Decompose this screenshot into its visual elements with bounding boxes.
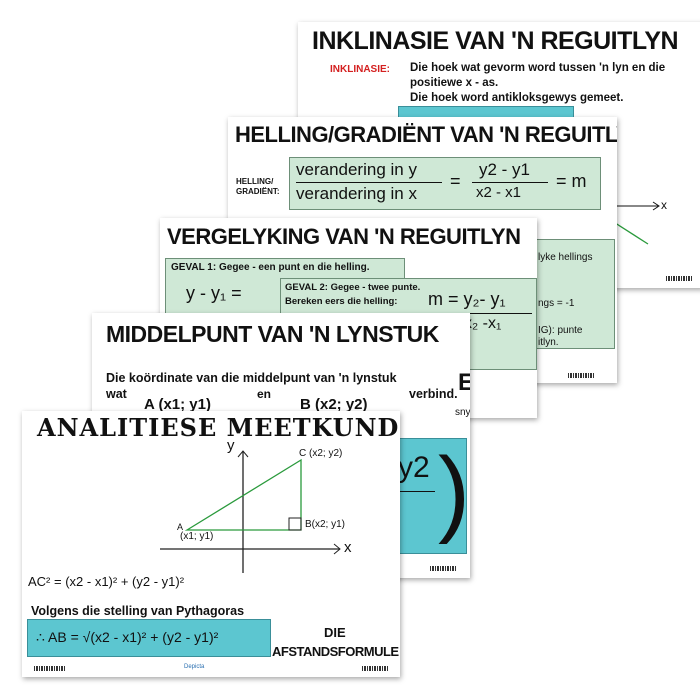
helling-label: GRADIËNT: — [236, 187, 280, 196]
side-text: ngs = -1 — [538, 298, 575, 309]
numerator: y2 - y1 — [479, 160, 531, 179]
gradient-formula-box: verandering in y verandering in x = y2 -… — [289, 157, 601, 210]
definition-line: Die hoek word antikloksgewys gemeet. — [410, 92, 624, 104]
barcode — [430, 566, 456, 571]
partial-heading: E — [458, 369, 470, 396]
numerator: verandering in y — [296, 160, 417, 179]
x-axis-label: x — [661, 198, 667, 212]
bereken-text: Bereken eers die helling: — [285, 296, 398, 307]
definition-line: Die hoek wat gevorm word tussen 'n lyn e… — [410, 62, 666, 74]
x-axis-label: x — [344, 539, 352, 556]
midpoint-formula-box: y2 ) — [389, 438, 470, 554]
poster-title: ANALITIESE MEETKUNDE — [37, 413, 400, 442]
point-a-label: A — [177, 522, 184, 532]
definition-line: positiewe x - as. — [410, 77, 499, 89]
inklinasie-label: INKLINASIE: — [330, 64, 390, 75]
poster-title: VERGELYKING VAN 'N REGUITLYN — [167, 224, 521, 249]
poster-title: MIDDELPUNT VAN 'N LYNSTUK — [106, 321, 439, 347]
pythagoras-diagram — [160, 450, 341, 573]
afstandsformule-heading: AFSTANDSFORMULE — [272, 644, 399, 659]
geval-1-text: GEVAL 1: Gegee - een punt en die helling… — [171, 262, 370, 273]
bracket: ) — [438, 438, 470, 545]
en-word: en — [257, 387, 272, 401]
side-text: IG): punte — [538, 325, 583, 336]
point-c-label: C (x2; y2) — [299, 448, 343, 459]
point-a-coord: (x1; y1) — [180, 531, 214, 542]
point-b: B (x2; y2) — [300, 396, 368, 413]
slope-formula: m = y₂- y₁ — [428, 289, 506, 309]
fraction-numerator: y2 — [398, 451, 430, 484]
slope-denominator: x₂ -x₁ — [464, 315, 502, 332]
side-text: itlyn. — [538, 337, 559, 348]
pythagoras-equation: AC² = (x2 - x1)² + (y2 - y1)² — [28, 574, 185, 589]
result: = m — [556, 171, 587, 191]
barcode — [666, 276, 692, 281]
brand-logo: Depicta — [184, 664, 205, 670]
pythagoras-text: Volgens die stelling van Pythagoras — [31, 604, 245, 618]
point-a: A (x1; y1) — [144, 396, 211, 413]
barcode — [568, 373, 594, 378]
y-axis-label: y — [227, 437, 235, 454]
poster-analitiese: ANALITIESE MEETKUNDE y x C (x2; y2) B(x2… — [22, 411, 400, 677]
side-text: lyke hellings — [538, 252, 593, 263]
barcode — [362, 666, 388, 671]
poster-title: HELLING/GRADIËNT VAN 'N REGUITLYN — [235, 122, 617, 147]
definition-line: Die koördinate van die middelpunt van 'n… — [106, 371, 397, 385]
barcode — [34, 666, 66, 671]
die-heading: DIE — [324, 625, 346, 640]
distance-formula: ∴ AB = √(x2 - x1)² + (y2 - y1)² — [36, 629, 219, 645]
equals-sign: = — [450, 171, 461, 191]
geval-2-text: GEVAL 2: Gegee - twee punte. — [285, 282, 421, 293]
definition-word: wat — [106, 387, 127, 401]
equation: y - y₁ = — [186, 283, 242, 303]
distance-formula-box: ∴ AB = √(x2 - x1)² + (y2 - y1)² — [27, 619, 271, 657]
poster-title: INKLINASIE VAN 'N REGUITLYN — [312, 27, 679, 55]
denominator: verandering in x — [296, 184, 417, 203]
definition-word: verbind. — [409, 387, 458, 401]
helling-label: HELLING/ — [236, 177, 274, 186]
point-b-label: B(x2; y1) — [305, 519, 346, 530]
denominator: x2 - x1 — [476, 184, 522, 201]
side-box: lyke hellings ngs = -1 IG): punte itlyn. — [533, 239, 615, 349]
partial-text: sny — [455, 407, 470, 418]
